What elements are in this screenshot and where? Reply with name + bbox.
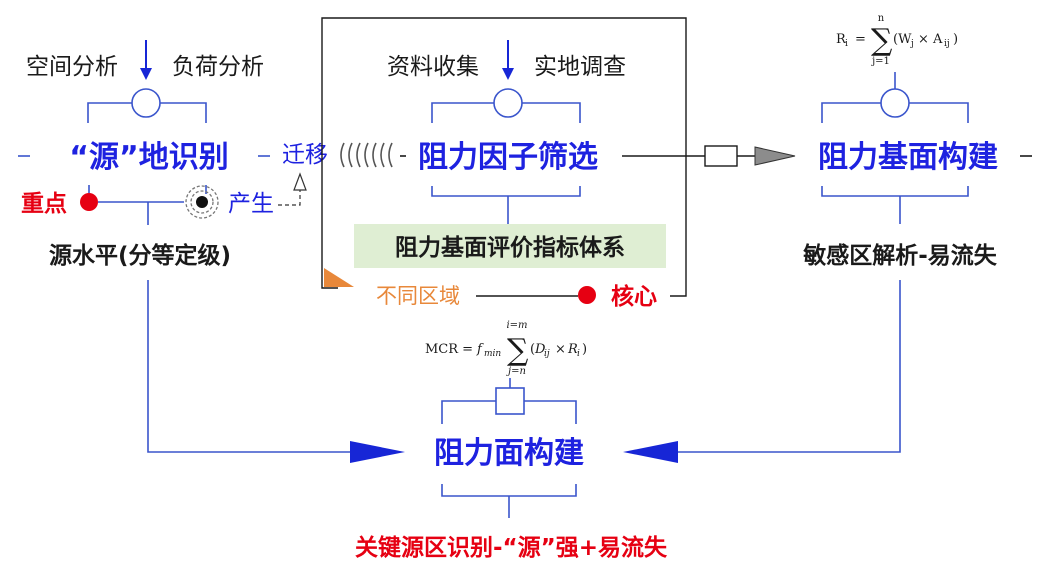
- factor-box-frame: [321, 17, 687, 289]
- surface-node-title: 阻力面构建: [434, 436, 584, 471]
- produce-connector: [278, 190, 301, 206]
- bracket-base-bottom: [821, 186, 969, 224]
- source-level-label: 源水平(分等定级): [49, 242, 231, 269]
- bracket-base-top: [821, 102, 969, 123]
- svg-text:f: f: [476, 342, 484, 357]
- bracket-factor-top: [431, 102, 581, 123]
- bracket-surface-bottom: [441, 484, 577, 518]
- svg-text:∑: ∑: [507, 333, 529, 368]
- base-formula-sum-bottom: j=1: [871, 56, 890, 67]
- surface-formula-sum-bottom: j=n: [506, 366, 526, 377]
- bracket-surface-top: [441, 400, 577, 424]
- input-load-analysis: 负荷分析: [172, 54, 264, 80]
- junction-circle-base: [880, 88, 910, 118]
- produce-label: 产生: [228, 191, 274, 217]
- region-label: 不同区域: [376, 284, 460, 308]
- junction-circle-source: [131, 88, 161, 118]
- svg-text:ij: ij: [544, 349, 550, 359]
- base-node-title: 阻力基面构建: [818, 140, 998, 175]
- base-formula: R i = ∑ n j=1 (W j × A ij ): [836, 13, 958, 67]
- svg-text:): ): [582, 342, 587, 357]
- arrow-right-to-surface-icon: [350, 441, 405, 463]
- base-analysis-label: 敏感区解析-易流失: [802, 242, 998, 269]
- arrow-left-to-surface-icon: [623, 441, 678, 463]
- svg-text:i: i: [577, 349, 580, 359]
- svg-text:∑: ∑: [871, 23, 893, 58]
- key-dot-icon: [80, 193, 98, 211]
- svg-text:D: D: [534, 342, 546, 357]
- base-formula-sum-top: n: [878, 13, 885, 24]
- index-system-label: 阻力基面评价指标体系: [395, 235, 625, 261]
- index-system-box: [354, 224, 666, 268]
- wave-icon: [340, 142, 393, 168]
- svg-text:i: i: [845, 39, 848, 49]
- core-label: 核心: [611, 283, 657, 310]
- input-field-survey: 实地调查: [534, 54, 626, 80]
- svg-text:×: ×: [555, 342, 566, 357]
- input-data-collection: 资料收集: [387, 54, 479, 80]
- svg-text:(: (: [530, 342, 535, 357]
- produce-arrow-icon: [293, 172, 307, 191]
- junction-circle-factor: [493, 88, 523, 118]
- source-node-title: “源”地识别: [69, 140, 228, 175]
- bracket-source-top: [87, 102, 207, 123]
- svg-text:MCR =: MCR =: [425, 342, 473, 357]
- surface-result-label: 关键源区识别-“源”强+易流失: [355, 534, 668, 561]
- svg-text:min: min: [484, 349, 501, 359]
- junction-box-surface: [495, 387, 525, 415]
- surface-formula-sum-top: i=m: [506, 320, 527, 331]
- svg-text:R: R: [567, 342, 578, 357]
- core-dot-icon: [578, 286, 596, 304]
- svg-text:(W: (W: [893, 32, 912, 47]
- key-label: 重点: [21, 191, 67, 217]
- bracket-factor-bottom: [431, 186, 581, 224]
- svg-text:=: =: [855, 32, 866, 47]
- input-arrow-left: [140, 40, 152, 80]
- migrate-label: 迁移: [282, 142, 328, 168]
- input-spatial-analysis: 空间分析: [26, 54, 118, 80]
- connector-source-to-surface: [147, 280, 355, 453]
- svg-text:j: j: [910, 39, 914, 49]
- connector-box-icon: [704, 145, 738, 167]
- target-icon: [185, 185, 219, 219]
- factor-box-bottom-right: [670, 288, 687, 297]
- svg-text:): ): [953, 32, 958, 47]
- svg-text:× A: × A: [918, 32, 943, 47]
- connector-base-to-surface: [672, 280, 901, 453]
- svg-text:R: R: [836, 32, 847, 47]
- factor-node-title: 阻力因子筛选: [418, 140, 598, 175]
- region-triangle-icon: [324, 268, 354, 287]
- input-arrow-center: [502, 40, 514, 80]
- svg-text:ij: ij: [944, 39, 950, 49]
- arrow-right-to-base-icon: [754, 146, 796, 166]
- surface-formula: MCR = f min ∑ i=m j=n ( D ij × R i ): [425, 320, 587, 377]
